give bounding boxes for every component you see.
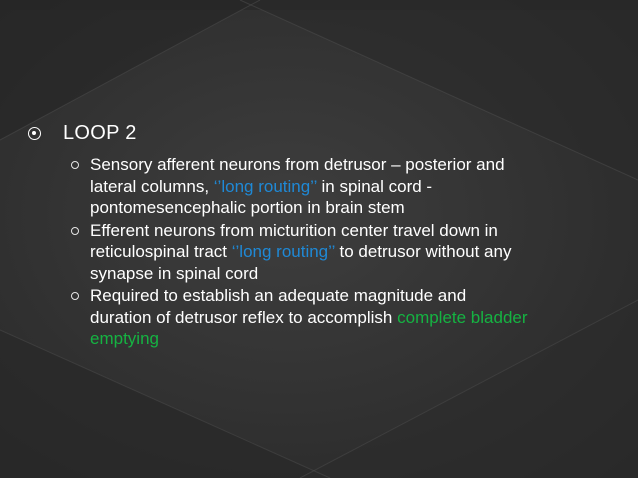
heading-row: LOOP 2 xyxy=(28,118,588,148)
list-item: Efferent neurons from micturition center… xyxy=(70,220,530,285)
highlight-text: ‘’long routing’’ xyxy=(213,176,317,196)
slide-heading: LOOP 2 xyxy=(63,121,137,144)
highlight-text: ‘’long routing’’ xyxy=(231,242,335,261)
circle-bullet-icon xyxy=(71,161,79,169)
list-item: Sensory afferent neurons from detrusor –… xyxy=(70,154,530,219)
slide-content: LOOP 2 Sensory afferent neurons from det… xyxy=(28,118,588,351)
list-item: Required to establish an adequate magnit… xyxy=(70,285,530,350)
bullet-text: to detrusor without any synapse in spina… xyxy=(90,242,512,283)
circle-bullet-icon xyxy=(71,226,79,235)
target-bullet-icon xyxy=(28,126,41,140)
bullet-text: Sensory afferent neurons from detrusor –… xyxy=(90,155,505,196)
bullet-text: Required to establish an adequate magnit… xyxy=(90,286,467,327)
bullet-list: Sensory afferent neurons from detrusor –… xyxy=(28,154,588,350)
bullet-text: Efferent neurons from micturition center… xyxy=(90,220,498,262)
circle-bullet-icon xyxy=(71,292,79,300)
bullet-text: in spinal cord - pontomesencephalic port… xyxy=(90,176,433,218)
highlight-text: complete bladder emptying xyxy=(90,307,528,349)
